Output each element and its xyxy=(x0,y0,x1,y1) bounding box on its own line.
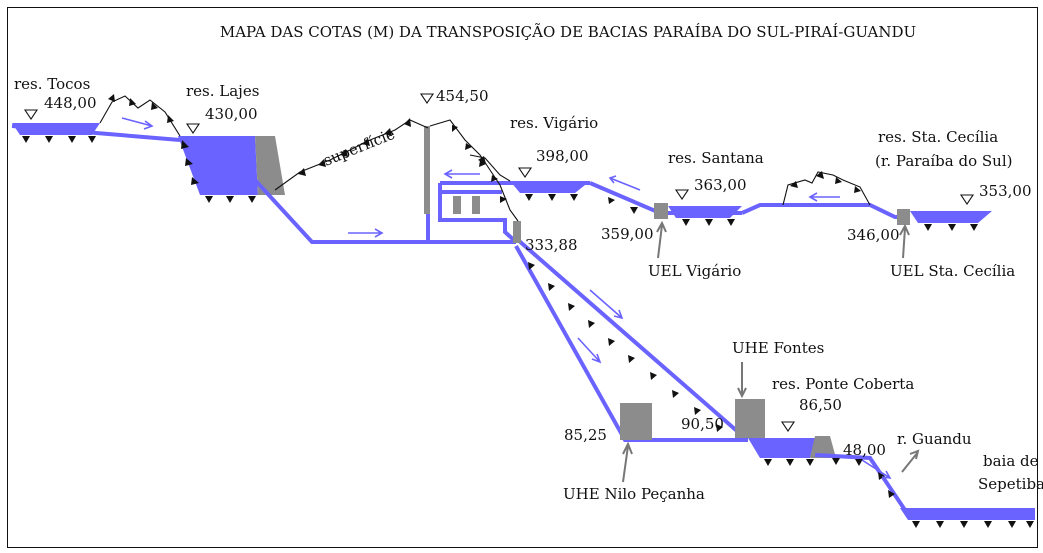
label-superficie: superfície xyxy=(321,125,398,170)
pipe-loop xyxy=(438,183,518,244)
elev-vigario-outlet: 333,88 xyxy=(525,236,578,254)
label-uhe-fontes: UHE Fontes xyxy=(732,339,824,357)
elev-ponte-coberta: 86,50 xyxy=(799,396,842,414)
diagram-title: MAPA DAS COTAS (M) DA TRANSPOSIÇÃO DE BA… xyxy=(220,23,916,41)
ground-hatching xyxy=(22,94,1034,528)
label-r-guandu: r. Guandu xyxy=(897,430,972,448)
elev-tocos: 448,00 xyxy=(44,94,97,112)
elev-santana: 363,00 xyxy=(694,176,747,194)
label-res-lajes: res. Lajes xyxy=(186,82,259,100)
elev-vigario: 398,00 xyxy=(536,147,589,165)
uel-vigario-block xyxy=(654,203,668,219)
label-uel-vigario: UEL Vigário xyxy=(648,262,741,280)
label-uhe-nilo: UHE Nilo Peçanha xyxy=(563,485,705,503)
channel-tocos-lajes xyxy=(11,124,181,142)
elev-lajes: 430,00 xyxy=(205,105,258,123)
tunnel-lajes xyxy=(253,178,516,244)
channel-santana-cecilia xyxy=(741,203,910,219)
elev-nilo: 85,25 xyxy=(564,426,607,444)
elev-fontes: 90,50 xyxy=(681,415,724,433)
label-uel-sta-cecilia: UEL Sta. Cecília xyxy=(890,262,1015,280)
dam-lajes xyxy=(255,136,285,195)
river-guandu xyxy=(814,453,907,512)
elev-peak: 454,50 xyxy=(436,87,489,105)
label-baia-de: baia de xyxy=(983,452,1039,470)
machine-1 xyxy=(453,196,461,214)
label-res-ponte-coberta: res. Ponte Coberta xyxy=(772,375,914,393)
vigario-outlet-block xyxy=(513,221,521,243)
uel-sta-cecilia-block xyxy=(897,209,910,225)
uhe-fontes-block xyxy=(735,399,765,438)
reservoir-lajes xyxy=(178,136,258,195)
label-res-vigario: res. Vigário xyxy=(510,114,598,132)
label-res-sta-cecilia: res. Sta. Cecília xyxy=(878,128,998,146)
uhe-nilo-block xyxy=(620,403,652,440)
label-res-tocos: res. Tocos xyxy=(14,75,90,93)
elev-guandu: 48,00 xyxy=(843,441,886,459)
label-res-santana: res. Santana xyxy=(668,149,764,167)
frame-border xyxy=(7,7,1038,548)
bay-sepetiba xyxy=(900,508,1035,520)
water-level-markers xyxy=(23,93,975,432)
reservoir-ponte-coberta xyxy=(748,438,815,458)
ground-vigario-left xyxy=(469,154,511,182)
label-sepetiba: Sepetiba xyxy=(978,475,1043,493)
dam-ponte-coberta xyxy=(810,436,836,458)
elev-uel-vigario: 359,00 xyxy=(601,225,654,243)
machine-2 xyxy=(472,196,480,214)
reservoir-sta-cecilia xyxy=(910,211,992,223)
shaft-structure xyxy=(424,126,430,214)
flow-arrows xyxy=(121,117,892,479)
elev-sta-cecilia: 353,00 xyxy=(979,182,1032,200)
label-r-paraiba: (r. Paraíba do Sul) xyxy=(875,152,1012,170)
ground-tocos-lajes xyxy=(99,95,181,137)
elev-uel-sta-cecilia: 346,00 xyxy=(847,226,900,244)
pointer-arrows xyxy=(622,220,920,483)
penstock-fontes xyxy=(516,238,747,440)
